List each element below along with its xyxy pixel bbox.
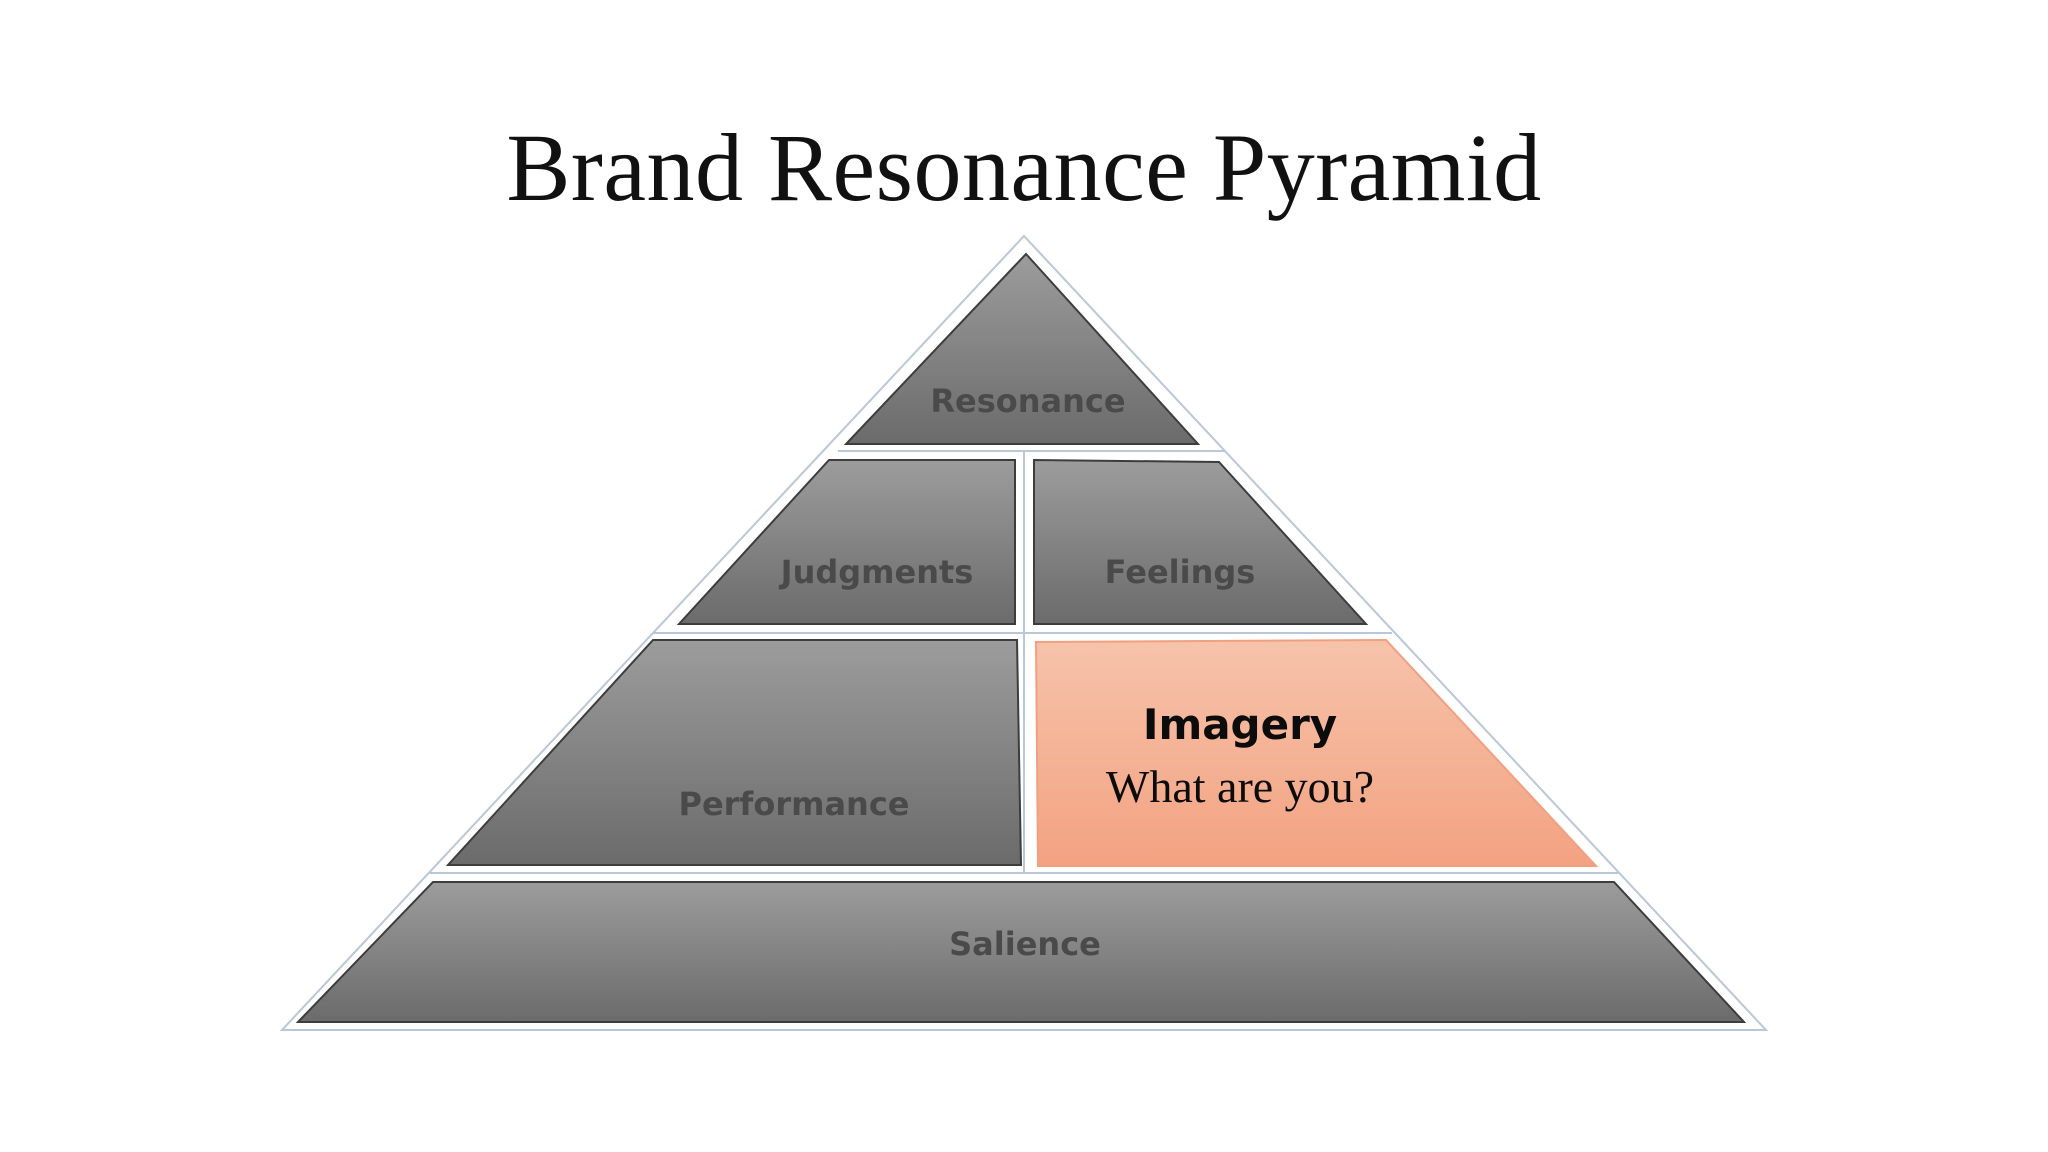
segment-resonance-shape [843,252,1201,445]
segment-imagery-subtitle: What are you? [1106,761,1374,812]
segment-performance-shape [445,639,1023,866]
segment-salience: Salience [295,881,1747,1023]
segment-imagery-shape [1034,638,1599,867]
segment-judgments-label: Judgments [779,553,974,591]
segment-performance-label: Performance [678,785,909,823]
pyramid-outline [279,234,1769,1031]
segment-feelings-shape [1033,458,1369,625]
segment-judgments-shape [676,459,1016,625]
segment-imagery-label: Imagery [1143,700,1337,749]
segment-performance: Performance [445,639,1023,866]
segment-feelings: Feelings [1033,458,1369,625]
slide-title: Brand Resonance Pyramid [506,114,1542,221]
segment-judgments: Judgments [676,459,1016,625]
segment-resonance-label: Resonance [930,382,1125,420]
segment-salience-shape [295,881,1747,1023]
segment-resonance: Resonance [843,252,1201,445]
segment-imagery: Imagery What are you? [1034,638,1599,867]
segment-salience-label: Salience [949,925,1101,963]
segment-feelings-label: Feelings [1105,553,1256,591]
